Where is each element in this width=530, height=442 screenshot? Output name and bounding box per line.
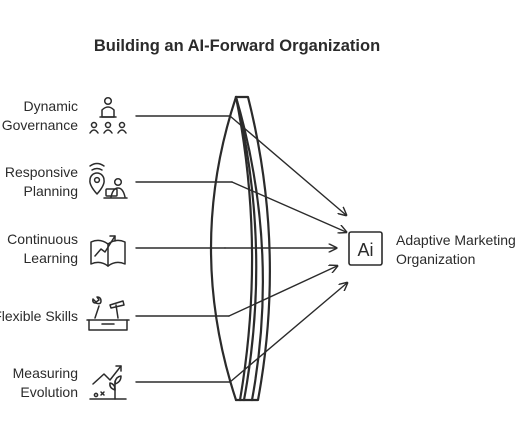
arrow-evolution	[229, 283, 347, 383]
governance-people-icon	[89, 96, 127, 134]
input-label-continuous-learning-line2: Learning	[24, 250, 79, 266]
arrow-governance	[229, 115, 346, 215]
arrow-skills	[228, 266, 337, 317]
location-planning-icon	[89, 162, 128, 199]
plant-growth-chart-icon	[89, 365, 127, 400]
output-label-line2: Organization	[396, 251, 475, 267]
input-label-flexible-skills: Flexible Skills	[0, 308, 78, 324]
input-label-continuous-learning-line1: Continuous	[7, 231, 78, 247]
tools-toolbox-icon	[86, 296, 130, 331]
input-label-responsive-planning-line1: Responsive	[5, 164, 78, 180]
arrow-planning	[231, 181, 346, 232]
input-label-measuring-evolution-line2: Evolution	[20, 384, 78, 400]
input-label-responsive-planning-line2: Planning	[24, 183, 79, 199]
ai-badge-text: Ai	[357, 240, 373, 260]
open-book-growth-icon	[90, 235, 126, 267]
input-label-measuring-evolution-line1: Measuring	[13, 365, 78, 381]
input-label-dynamic-governance-line2: Governance	[2, 117, 78, 133]
output-label-line1: Adaptive Marketing	[396, 232, 516, 248]
ai-badge-icon: Ai	[348, 231, 383, 266]
input-label-dynamic-governance-line1: Dynamic	[24, 98, 78, 114]
diagram-title: Building an AI-Forward Organization	[94, 37, 380, 55]
